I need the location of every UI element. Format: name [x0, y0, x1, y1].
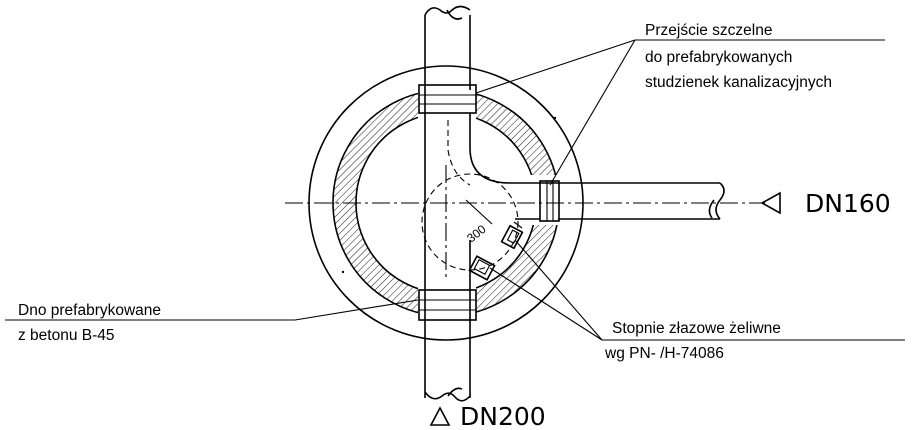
seal-label-line2: do prefabrykowanych: [645, 49, 792, 66]
dimension-300-text: 300: [464, 222, 489, 246]
inlet-channel-inner: [447, 120, 471, 186]
steps-label-line1: Stopnie złazowe żeliwne: [612, 320, 781, 337]
steps-leader-to-lower: [489, 267, 603, 341]
step-iron-upper: [500, 224, 524, 250]
lower-seal-sleeve: [418, 289, 477, 321]
bottom-pipe-break: [424, 387, 471, 402]
base-leader-diag: [294, 299, 419, 321]
steps-label-line2: wg PN- /H-74086: [604, 345, 724, 362]
base-label-line2: z betonu B-45: [18, 327, 115, 344]
centre-mark-left: [341, 270, 345, 274]
seal-leader-to-top: [475, 39, 636, 94]
centre-mark-top: [553, 116, 557, 120]
dn-main-label: DN200: [460, 402, 546, 430]
main-flow-triangle: [429, 406, 451, 426]
side-seal-sleeve: [539, 180, 560, 222]
steps-leader-to-upper: [514, 239, 603, 341]
side-pipe-break: [708, 182, 725, 220]
seal-leader-to-side: [549, 39, 636, 186]
step-iron-lower: [468, 255, 496, 281]
step-tick: [513, 221, 523, 229]
base-label-line1: Dno prefabrykowane: [18, 302, 161, 319]
inlet-flow-triangle: [760, 191, 781, 215]
dimension-300-line: [465, 199, 493, 225]
upper-seal-sleeve: [418, 84, 477, 114]
inlet-channel-curve: [469, 113, 545, 184]
top-pipe-break: [424, 5, 471, 20]
seal-label-line1: Przejście szczelne: [645, 22, 773, 39]
dn-inlet-label: DN160: [805, 189, 891, 218]
seal-label-line3: studzienek kanalizacyjnych: [645, 74, 832, 91]
hatched-concrete-wall: [332, 89, 560, 317]
